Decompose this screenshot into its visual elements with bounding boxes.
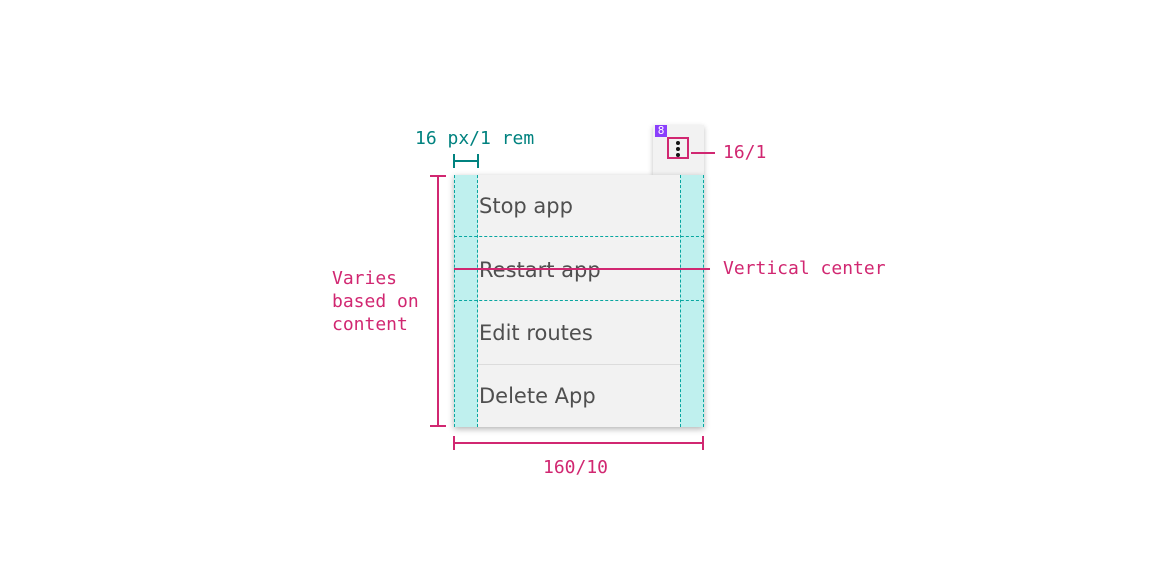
overflow-menu-vertical-icon-dot-2 bbox=[676, 147, 680, 151]
icon-size-leader-line bbox=[691, 152, 715, 154]
height-dimension-tick-top bbox=[430, 175, 446, 177]
menu-item-label: Stop app bbox=[479, 194, 573, 218]
overflow-menu: Stop app Restart app Edit routes Delete … bbox=[454, 175, 704, 427]
menu-item-label: Delete App bbox=[479, 384, 596, 408]
height-dimension-tick-bottom bbox=[430, 425, 446, 427]
height-annotation-line-2: based on bbox=[332, 291, 419, 312]
padding-annotation-label: 16 px/1 rem bbox=[415, 128, 535, 149]
item-divider-dashed bbox=[454, 236, 704, 237]
menu-item-label: Edit routes bbox=[479, 321, 593, 345]
height-dimension-line bbox=[437, 175, 439, 427]
item-divider-dashed bbox=[454, 300, 704, 301]
icon-size-annotation-label: 16/1 bbox=[723, 142, 767, 163]
vertical-center-line bbox=[454, 268, 710, 270]
height-annotation-line-3: content bbox=[332, 314, 408, 335]
width-dimension-tick-left bbox=[453, 436, 455, 450]
overflow-menu-vertical-icon-dot-3 bbox=[676, 153, 680, 157]
icon-size-box bbox=[667, 137, 689, 159]
item-divider bbox=[478, 364, 680, 365]
height-annotation-line-1: Varies bbox=[332, 268, 398, 289]
menu-item-stop-app[interactable]: Stop app bbox=[454, 175, 704, 237]
padding-dimension-tick-left bbox=[453, 154, 455, 168]
padding-dimension-tick-right bbox=[477, 154, 479, 168]
overflow-menu-vertical-icon[interactable] bbox=[676, 141, 680, 145]
menu-item-restart-app[interactable]: Restart app bbox=[454, 237, 704, 301]
menu-item-label: Restart app bbox=[479, 258, 601, 282]
spacing-badge: 8 bbox=[655, 125, 667, 137]
right-padding-area bbox=[680, 175, 704, 427]
width-dimension-tick-right bbox=[702, 436, 704, 450]
left-padding-area bbox=[454, 175, 478, 427]
menu-item-delete-app[interactable]: Delete App bbox=[454, 365, 704, 427]
padding-dimension-line bbox=[454, 160, 479, 162]
menu-item-edit-routes[interactable]: Edit routes bbox=[454, 301, 704, 365]
width-annotation-label: 160/10 bbox=[543, 457, 609, 478]
vertical-center-annotation-label: Vertical center bbox=[723, 258, 886, 279]
width-dimension-line bbox=[454, 442, 704, 444]
